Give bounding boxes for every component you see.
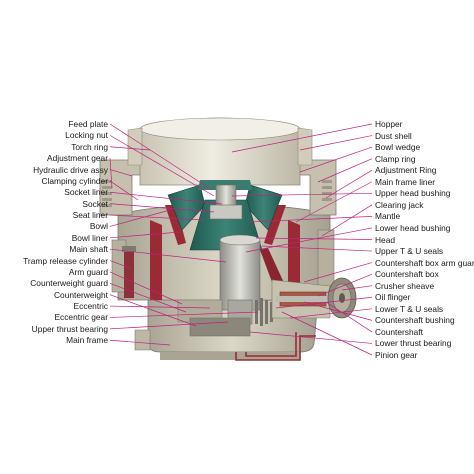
liners: [150, 205, 300, 300]
label-countershaft-box-arm-guard: Countershaft box arm guard: [375, 257, 474, 268]
label-mantle: Mantle: [375, 211, 401, 222]
label-upper-t-u-seals: Upper T & U seals: [375, 246, 444, 257]
leader-left-13: [109, 271, 183, 305]
label-bowl: Bowl: [89, 221, 108, 232]
leader-right-9: [245, 227, 373, 253]
label-countershaft-bushing: Countershaft bushing: [375, 315, 455, 326]
leader-left-4: [109, 169, 133, 177]
leader-right-15: [275, 296, 373, 309]
label-pinion-gear: Pinion gear: [375, 350, 418, 360]
leader-right-13: [317, 273, 373, 297]
leader-left-0: [109, 123, 213, 191]
label-main-frame: Main frame: [66, 335, 108, 346]
label-clamp-ring: Clamp ring: [375, 153, 416, 164]
eccentric-assembly: [177, 298, 273, 337]
label-adjustment-gear: Adjustment gear: [47, 153, 108, 164]
leader-left-10: [109, 231, 181, 239]
leader-left-5: [109, 180, 139, 201]
leader-right-0: [231, 123, 373, 153]
label-countershaft: Countershaft: [375, 326, 423, 337]
label-lower-head-bushing: Lower head bushing: [375, 222, 451, 233]
label-bowl-liner: Bowl liner: [71, 232, 108, 243]
label-upper-head-bushing: Upper head bushing: [375, 188, 451, 199]
leader-right-16: [289, 308, 373, 319]
label-locking-nut: Locking nut: [65, 130, 108, 141]
label-socket-liner: Socket liner: [64, 187, 108, 198]
leader-right-19: [249, 331, 373, 344]
leader-left-2: [109, 146, 151, 151]
oil-piping: [235, 332, 316, 361]
leader-left-3: [109, 158, 113, 189]
label-main-shaft: Main shaft: [69, 244, 108, 255]
leader-left-8: [109, 214, 205, 221]
leader-left-12: [109, 260, 131, 269]
label-lower-t-u-seals: Lower T & U seals: [375, 303, 444, 314]
leader-right-1: [299, 135, 373, 151]
label-eccentric-gear: Eccentric gear: [54, 312, 108, 323]
leader-left-7: [109, 203, 215, 213]
label-main-frame-liner: Main frame liner: [375, 176, 436, 187]
label-clamping-cylinder: Clamping cylinder: [41, 175, 108, 186]
leader-right-3: [317, 158, 373, 183]
leader-right-6: [231, 192, 373, 197]
label-countershaft-box: Countershaft box: [375, 269, 439, 280]
countershaft-box: [271, 279, 332, 319]
leader-left-6: [109, 191, 223, 205]
leader-left-11: [109, 248, 227, 263]
label-bowl-wedge: Bowl wedge: [375, 142, 421, 153]
label-hopper: Hopper: [375, 119, 403, 129]
label-counterweight: Counterweight: [53, 289, 108, 300]
leader-right-12: [303, 262, 373, 283]
label-clearing-jack: Clearing jack: [375, 199, 424, 210]
label-lower-thrust-bearing: Lower thrust bearing: [375, 338, 452, 349]
label-arm-guard: Arm guard: [68, 266, 108, 277]
leader-left-17: [109, 311, 259, 318]
leader-lines: [109, 123, 373, 356]
leader-right-20: [281, 311, 373, 356]
leader-right-2: [299, 146, 373, 173]
leader-right-8: [249, 216, 373, 223]
leader-right-5: [295, 181, 373, 223]
label-eccentric: Eccentric: [73, 301, 108, 312]
leader-right-7: [321, 204, 373, 237]
leader-left-1: [109, 135, 215, 197]
leader-right-17: [303, 301, 373, 321]
leader-left-18: [109, 321, 229, 330]
leader-right-4: [325, 169, 373, 199]
label-adjustment-ring: Adjustment Ring: [375, 165, 437, 176]
label-hydraulic-drive-assy: Hydraulic drive assy: [33, 164, 108, 175]
label-socket: Socket: [82, 198, 108, 209]
adjustment-gear-teeth: [102, 180, 332, 207]
label-tramp-release-cylinder: Tramp release cylinder: [23, 255, 108, 266]
label-feed-plate: Feed plate: [68, 119, 108, 129]
tramp-release-cylinder: [122, 246, 136, 298]
leader-right-11: [261, 245, 373, 252]
hopper: [127, 117, 313, 186]
leader-left-9: [109, 209, 171, 227]
label-torch-ring: Torch ring: [71, 141, 108, 152]
label-head: Head: [375, 234, 396, 245]
leader-left-16: [109, 305, 211, 309]
leader-left-15: [109, 294, 197, 327]
label-crusher-sheave: Crusher sheave: [375, 280, 435, 291]
label-dust-shell: Dust shell: [375, 130, 412, 141]
leader-left-19: [109, 339, 171, 346]
label-upper-thrust-bearing: Upper thrust bearing: [31, 323, 108, 334]
label-counterweight-guard: Counterweight guard: [30, 278, 108, 289]
leader-right-18: [325, 301, 373, 333]
label-seat-liner: Seat liner: [72, 210, 108, 221]
leader-right-10: [255, 237, 373, 240]
label-oil-flinger: Oil flinger: [375, 292, 411, 303]
leader-right-14: [341, 285, 373, 291]
